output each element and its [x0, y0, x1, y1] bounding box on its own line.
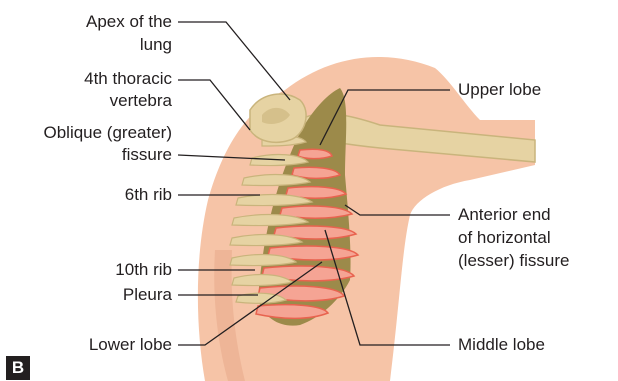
label-6th-rib: 6th rib — [125, 185, 172, 204]
leader-apex — [178, 22, 290, 100]
label-lower-lobe: Lower lobe — [89, 335, 172, 354]
label-anterior-line3: (lesser) fissure — [458, 251, 569, 270]
label-apex-line1: Apex of the — [86, 12, 172, 31]
label-oblique-line2: fissure — [122, 145, 172, 164]
leader-vertebra — [178, 80, 250, 130]
label-pleura: Pleura — [123, 285, 173, 304]
label-vertebra-line2: vertebra — [110, 91, 173, 110]
label-anterior-line1: Anterior end — [458, 205, 551, 224]
label-anterior-line2: of horizontal — [458, 228, 551, 247]
label-apex-line2: lung — [140, 35, 172, 54]
label-oblique-line1: Oblique (greater) — [43, 123, 172, 142]
label-10th-rib: 10th rib — [115, 260, 172, 279]
panel-label-badge: B — [6, 356, 30, 380]
label-middle-lobe: Middle lobe — [458, 335, 545, 354]
label-vertebra-line1: 4th thoracic — [84, 69, 172, 88]
label-upper-lobe: Upper lobe — [458, 80, 541, 99]
